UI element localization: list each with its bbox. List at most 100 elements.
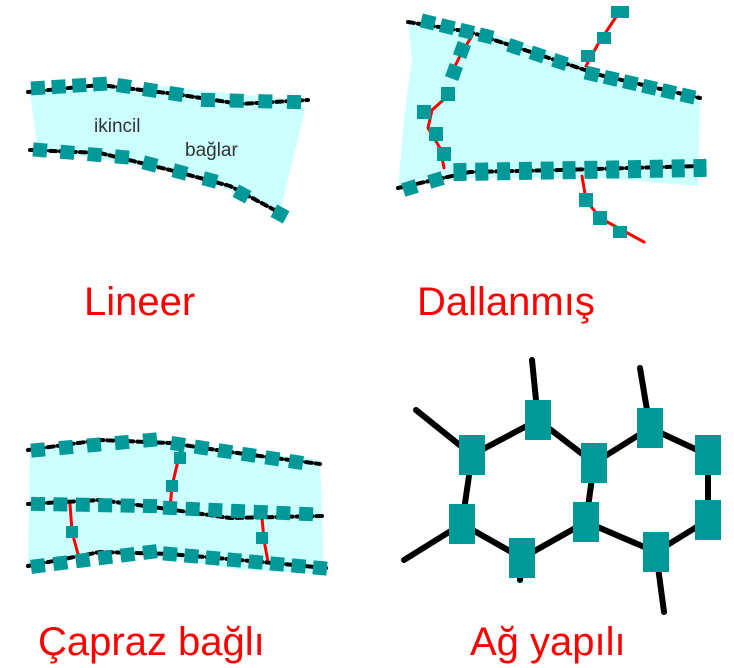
monomer-branched-bottom: [649, 159, 664, 178]
network-node: [509, 538, 535, 578]
network-node: [459, 435, 485, 475]
network-node: [449, 504, 475, 544]
monomer-linear-top: [92, 76, 108, 92]
monomer-branched-bottom: [584, 160, 598, 179]
monomer-crosslinked-top: [264, 450, 281, 467]
monomer-branched-top: [660, 83, 678, 100]
monomer-crosslinked-top: [240, 446, 257, 463]
monomer-branched-bottom: [453, 162, 467, 182]
network-node: [637, 408, 663, 448]
monomer-linear-bottom: [59, 144, 75, 160]
monomer-crosslinked-bottom: [142, 544, 158, 560]
monomer-crosslinked-middle: [162, 500, 178, 516]
monomer-linear-bottom: [114, 149, 130, 165]
monomer-crosslinked-middle: [298, 506, 314, 522]
monomer-crosslinked-middle: [30, 496, 46, 512]
monomer-branched-bottom: [540, 161, 554, 180]
monomer-branch-left-lower: [437, 147, 451, 161]
monomer-branch-right-top: [597, 32, 611, 44]
monomer-branch-left-lower: [417, 105, 431, 119]
caption-network: Ağ yapılı: [470, 620, 626, 664]
monomer-linear-bottom: [171, 163, 189, 181]
label-secondary-bonds-line1: ikincil: [94, 116, 141, 137]
fill-linear: [30, 86, 305, 212]
monomer-linear-top: [51, 79, 67, 95]
monomer-branched-bottom: [401, 179, 419, 197]
label-secondary-bonds-line2: bağlar: [185, 140, 238, 161]
monomer-crosslinked-top: [30, 442, 46, 458]
monomer-crosslinked-bottom: [269, 556, 285, 572]
monomer-linear-top: [258, 94, 273, 109]
monomer-crosslink: [66, 526, 78, 538]
monomer-branch-right-top: [611, 6, 629, 18]
monomer-branched-bottom: [627, 159, 642, 179]
monomer-crosslinked-bottom: [162, 546, 178, 562]
monomer-branched-top: [551, 53, 569, 71]
caption-crosslinked: Çapraz bağlı: [38, 620, 265, 664]
monomer-crosslink: [174, 452, 186, 464]
monomer-branched-top: [438, 18, 456, 36]
monomer-branched-top: [419, 13, 437, 31]
monomer-branch-right-top: [581, 50, 595, 62]
monomer-branched-top: [641, 78, 658, 96]
monomer-crosslinked-middle: [142, 498, 158, 514]
caption-branched: Dallanmış: [417, 280, 595, 324]
monomer-branch-right-bottom: [593, 211, 607, 225]
monomer-linear-bottom: [87, 147, 103, 163]
monomer-branch-left-lower: [429, 127, 443, 141]
chain-crosslinked-top: [26, 438, 322, 466]
monomer-branch-right-bottom: [579, 193, 593, 207]
network-node: [525, 400, 551, 440]
monomer-branch-left-upper: [453, 41, 471, 59]
monomer-linear-top: [71, 77, 87, 93]
monomer-branch-left-lower: [441, 87, 455, 101]
monomer-crosslinked-middle: [120, 498, 135, 513]
monomer-crosslinked-bottom: [312, 560, 328, 576]
monomer-crosslinked-middle: [98, 498, 113, 513]
monomer-crosslinked-bottom: [183, 548, 200, 564]
monomer-linear-bottom: [201, 171, 219, 189]
monomer-crosslinked-middle: [185, 501, 200, 517]
region-fills: [28, 22, 700, 574]
monomers: [30, 6, 721, 578]
monomer-crosslinked-bottom: [248, 554, 264, 570]
monomer-crosslinked-top: [217, 443, 234, 460]
monomer-linear-bottom: [141, 155, 159, 173]
monomer-linear-top: [200, 92, 216, 108]
monomer-linear-top: [168, 86, 184, 102]
monomer-linear-bottom: [32, 142, 48, 158]
monomer-branched-top: [583, 65, 601, 83]
monomer-crosslinked-top: [193, 439, 210, 456]
monomer-linear-top: [286, 94, 302, 110]
network-node: [643, 532, 669, 572]
network-node: [581, 443, 607, 483]
monomer-branched-bottom: [496, 162, 511, 181]
monomer-crosslinked-bottom: [97, 549, 114, 566]
monomer-branch-left-upper: [445, 63, 463, 81]
monomer-crosslinked-middle: [230, 503, 246, 519]
monomer-branched-top: [506, 38, 524, 56]
monomer-crosslinked-middle: [75, 497, 90, 512]
monomer-crosslinked-bottom: [119, 546, 136, 563]
monomer-branched-bottom: [671, 159, 685, 178]
monomer-crosslinked-top: [58, 439, 74, 456]
monomer-crosslinked-bottom: [290, 558, 307, 574]
monomer-branch-right-bottom: [613, 226, 627, 238]
monomer-crosslinked-middle: [253, 504, 268, 520]
monomer-branched-top: [622, 74, 639, 92]
monomer-crosslinked-middle: [276, 505, 291, 521]
monomer-crosslinked-top: [86, 437, 102, 453]
monomer-branched-bottom: [475, 162, 489, 181]
monomer-crosslinked-top: [170, 436, 186, 452]
monomer-crosslinked-bottom: [205, 550, 221, 566]
monomer-linear-top: [229, 93, 244, 108]
monomer-branched-top: [679, 87, 697, 105]
monomer-crosslinked-middle: [53, 497, 68, 512]
monomer-linear-bottom: [232, 184, 252, 204]
monomer-branched-top: [458, 22, 476, 40]
monomer-crosslinked-bottom: [74, 552, 91, 569]
monomer-linear-bottom: [270, 204, 290, 224]
monomer-branched-bottom: [693, 158, 707, 178]
monomer-branched-top: [602, 70, 620, 87]
